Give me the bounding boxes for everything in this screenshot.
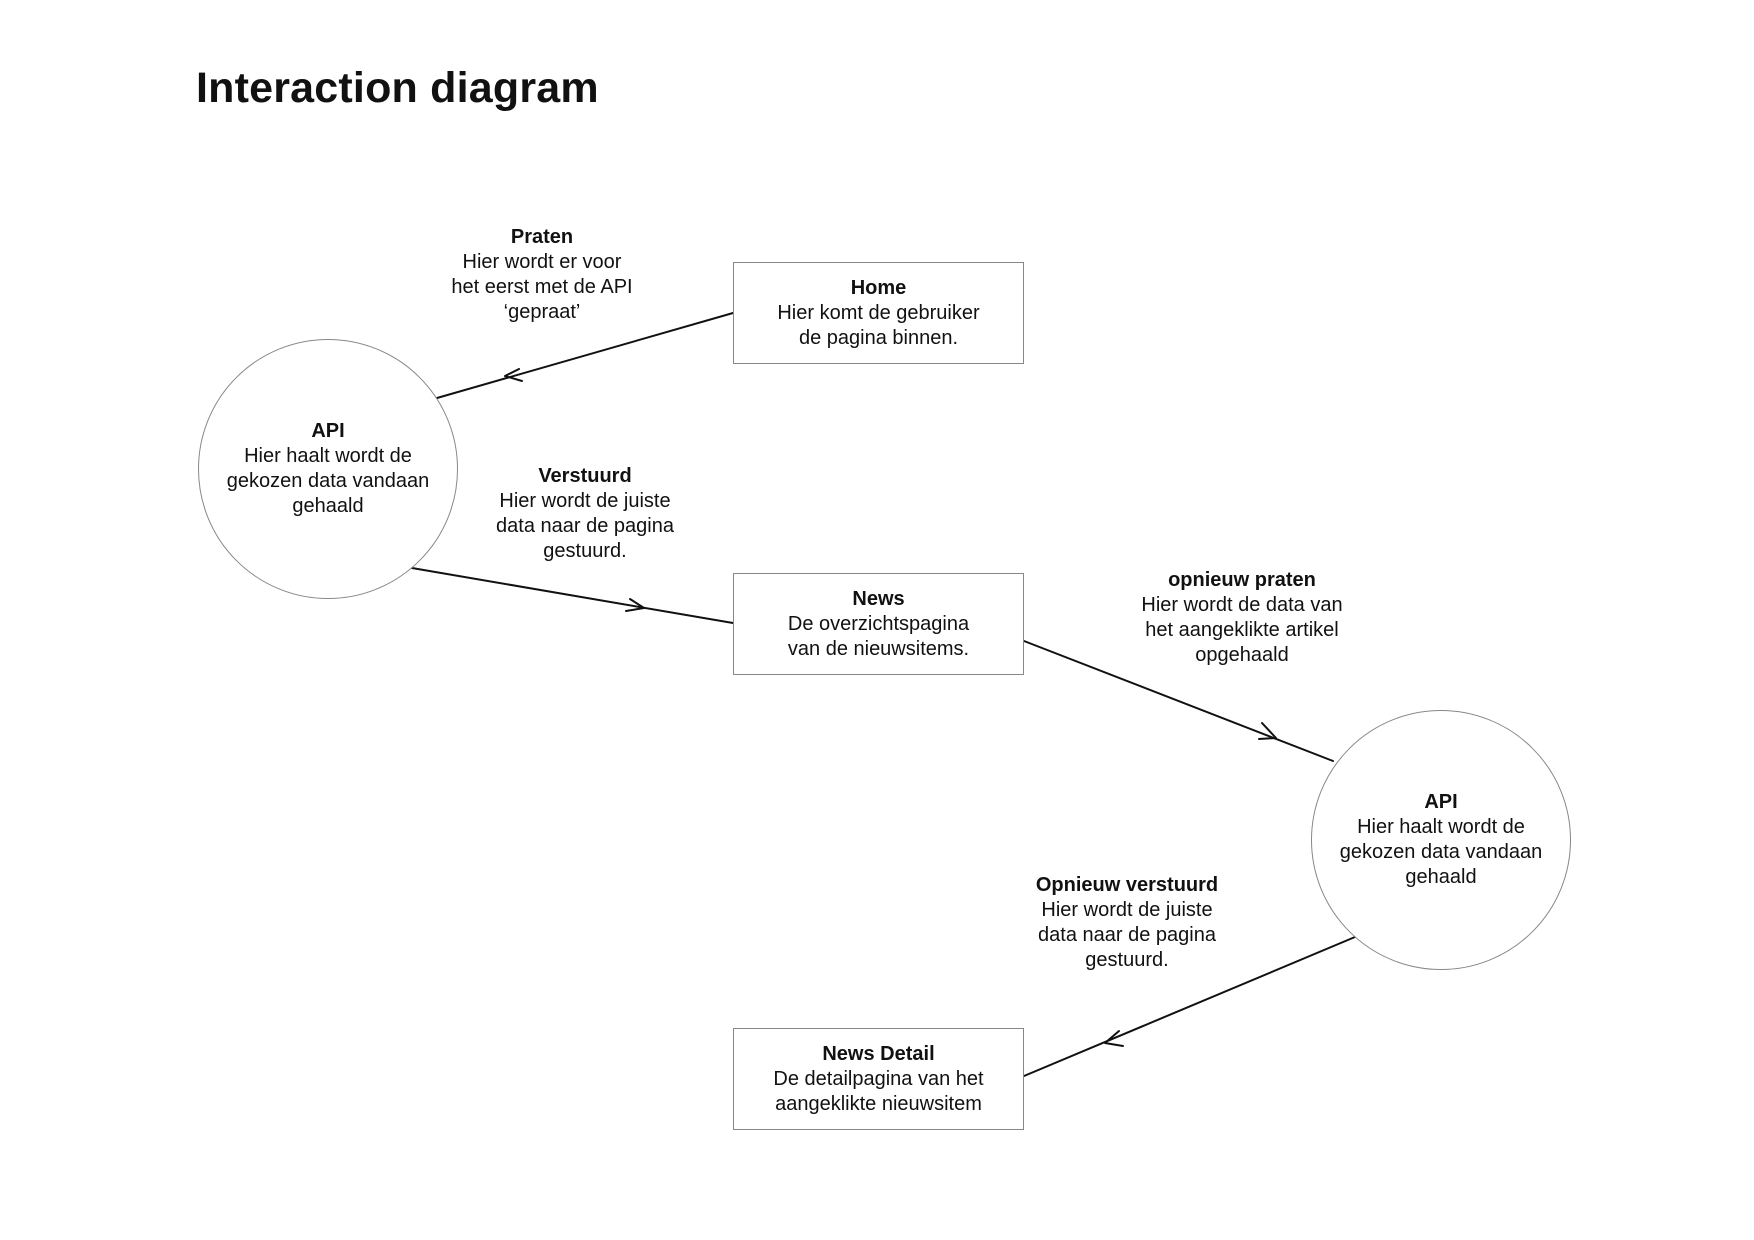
api-1-title: API — [311, 420, 345, 442]
arrowhead-api-to-news — [625, 598, 645, 612]
news-desc: De overzichtspagina van de nieuwsitems. — [787, 612, 970, 660]
edge-label-praten: Praten Hier wordt er voor het eerst met … — [432, 225, 652, 325]
edge-home-to-api — [436, 312, 734, 399]
arrowhead-news-to-api — [1258, 722, 1277, 740]
opnieuw-praten-title: opnieuw praten — [1168, 569, 1316, 591]
news-detail-desc: De detailpagina van het aangeklikte nieu… — [773, 1067, 984, 1115]
opnieuw-verstuurd-title: Opnieuw verstuurd — [1035, 874, 1219, 896]
api-2-desc: Hier haalt wordt de gekozen data vandaan… — [1339, 816, 1543, 888]
home-title: Home — [850, 276, 907, 299]
arrowhead-api-to-news-detail — [1104, 1030, 1124, 1047]
edge-label-verstuurd: Verstuurd Hier wordt de juiste data naar… — [475, 464, 695, 564]
api-1-desc: Hier haalt wordt de gekozen data vandaan… — [226, 445, 430, 517]
praten-title: Praten — [510, 226, 574, 248]
verstuurd-desc: Hier wordt de juiste data naar de pagina… — [496, 490, 674, 562]
edge-label-opnieuw-verstuurd: Opnieuw verstuurd Hier wordt de juiste d… — [1007, 873, 1247, 973]
arrowhead-home-to-api — [504, 368, 523, 382]
edge-api-to-news — [411, 567, 734, 624]
page-title: Interaction diagram — [196, 64, 599, 112]
home-node: Home Hier komt de gebruiker de pagina bi… — [733, 262, 1024, 364]
api-node-1: API Hier haalt wordt de gekozen data van… — [198, 339, 458, 599]
edge-label-opnieuw-praten: opnieuw praten Hier wordt de data van he… — [1117, 568, 1367, 668]
api-node-2: API Hier haalt wordt de gekozen data van… — [1311, 710, 1571, 970]
news-detail-node: News Detail De detailpagina van het aang… — [733, 1028, 1024, 1130]
news-title: News — [852, 587, 905, 610]
opnieuw-praten-desc: Hier wordt de data van het aangeklikte a… — [1141, 594, 1343, 666]
news-node: News De overzichtspagina van de nieuwsit… — [733, 573, 1024, 675]
praten-desc: Hier wordt er voor het eerst met de API … — [451, 251, 633, 323]
edge-api-to-news-detail — [1023, 936, 1356, 1077]
home-desc: Hier komt de gebruiker de pagina binnen. — [777, 301, 980, 349]
news-detail-title: News Detail — [822, 1042, 935, 1065]
api-2-title: API — [1424, 791, 1458, 813]
edge-news-to-api — [1023, 640, 1334, 762]
opnieuw-verstuurd-desc: Hier wordt de juiste data naar de pagina… — [1038, 899, 1216, 971]
verstuurd-title: Verstuurd — [538, 465, 632, 487]
